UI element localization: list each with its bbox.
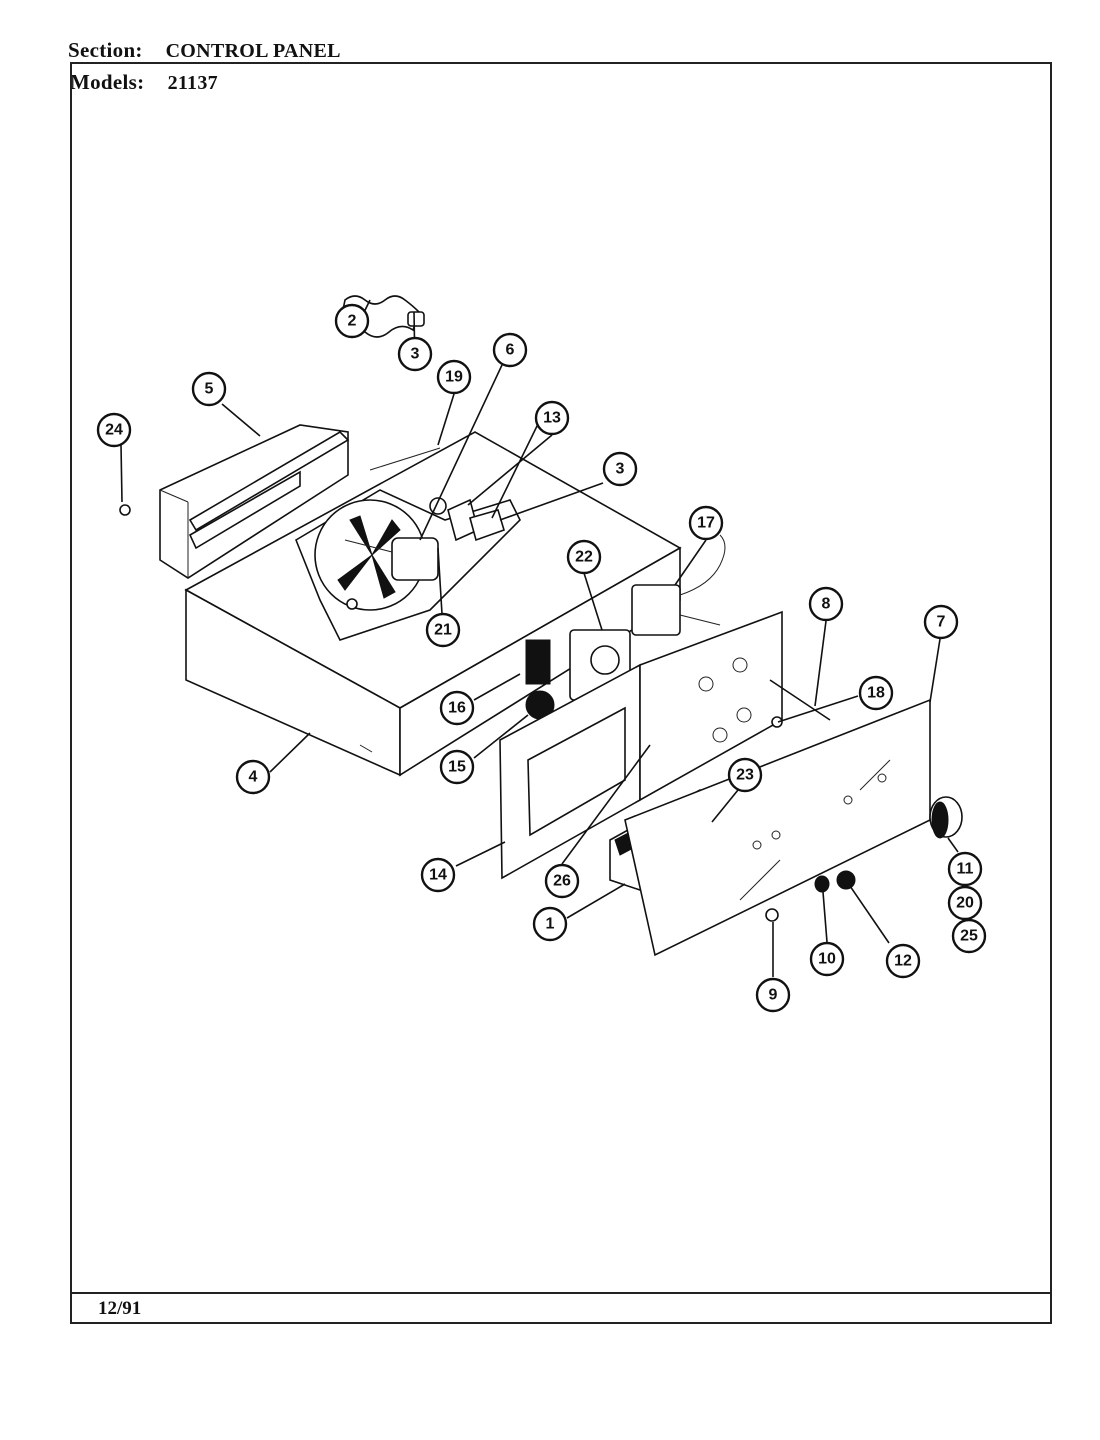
bracket-part [159,424,350,579]
leader-lines [120,299,959,977]
models-header: Models: 21137 [70,70,218,95]
callout-9: 9 [755,977,791,1013]
callout-8: 8 [808,586,844,622]
inner-panel [499,663,663,880]
section-header: Section: CONTROL PANEL [68,38,341,63]
callout-21: 21 [425,612,461,648]
callout-12: 12 [885,943,921,979]
callout-label: 8 [822,596,831,613]
callout-label: 3 [411,346,420,363]
callout-6: 6 [492,332,528,368]
callout-19: 19 [436,359,472,395]
callout-label: 2 [348,313,357,330]
callout-label: 3 [616,461,625,478]
callout-label: 14 [429,867,447,884]
models-value: 21137 [167,72,218,94]
callout-label: 18 [867,685,885,702]
models-label: Models: [70,70,145,94]
callout-25: 25 [951,918,987,954]
callout-1: 1 [532,906,568,942]
footer-divider [70,1292,1052,1294]
callout-label: 20 [956,895,974,912]
switch-part [631,534,726,636]
callout-label: 9 [769,987,778,1004]
callout-23: 23 [727,757,763,793]
diagram-frame [70,62,1052,1324]
callout-label: 1 [546,916,555,933]
callout-14: 14 [420,857,456,893]
section-title: CONTROL PANEL [165,40,341,62]
revision-date: 12/91 [98,1298,142,1319]
callout-22: 22 [566,539,602,575]
callout-label: 19 [445,369,463,386]
callout-2: 2 [334,303,370,339]
callout-11: 11 [947,851,983,887]
callout-3b: 3 [602,451,638,487]
callout-label: 5 [205,381,214,398]
callout-15: 15 [439,749,475,785]
callout-label: 15 [448,759,466,776]
callout-label: 17 [697,515,715,532]
callout-label: 21 [434,622,452,639]
callout-label: 12 [894,953,912,970]
callout-26: 26 [544,863,580,899]
rod-part [769,679,831,721]
callout-20: 20 [947,885,983,921]
callout-label: 13 [543,410,561,427]
callout-label: 7 [937,614,946,631]
callout-label: 25 [960,928,978,945]
callout-label: 10 [818,951,836,968]
callout-label: 24 [105,422,123,439]
callout-7: 7 [923,604,959,640]
small-parts [119,504,856,922]
callout-17: 17 [688,505,724,541]
callout-label: 26 [553,873,571,890]
callout-3a: 3 [397,336,433,372]
callout-18: 18 [858,675,894,711]
control-knob [929,796,963,839]
callout-label: 22 [575,549,593,566]
gasket-parts [429,497,505,542]
callout-24: 24 [96,412,132,448]
callout-label: 4 [249,769,258,786]
callout-5: 5 [191,371,227,407]
callout-label: 23 [736,767,754,784]
callout-10: 10 [809,941,845,977]
callout-13: 13 [534,400,570,436]
callout-label: 11 [957,861,974,878]
callout-label: 16 [448,700,466,717]
section-label: Section: [68,38,143,62]
callout-4: 4 [235,759,271,795]
callout-16: 16 [439,690,475,726]
callout-label: 6 [506,342,515,359]
